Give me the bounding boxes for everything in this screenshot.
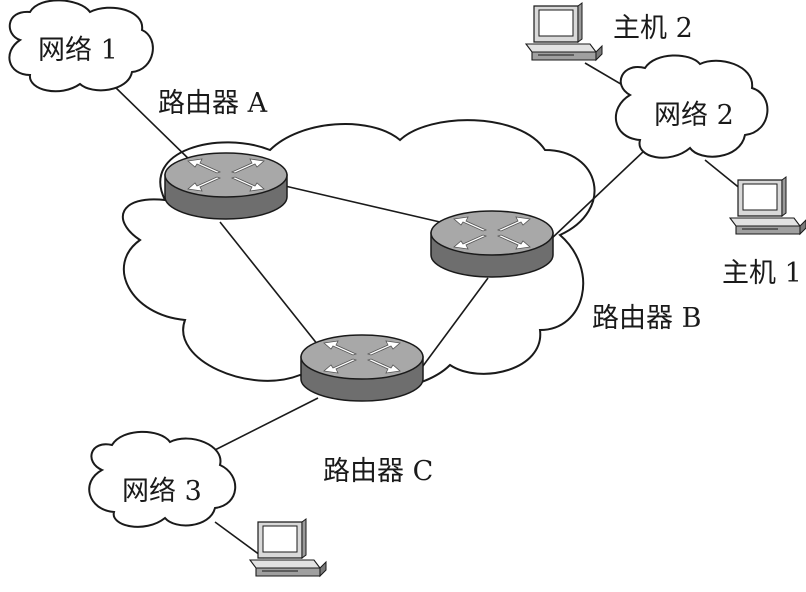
network-1: 网络 1: [8, 0, 154, 93]
router-b-label: 路由器 B: [592, 303, 701, 334]
link-routerA-routerC: [219, 221, 319, 346]
host-2-label: 主机 2: [613, 13, 693, 44]
network-3-label: 网络 3: [122, 476, 202, 507]
link-routerC-net3: [204, 397, 319, 456]
network-2: 网络 2: [614, 54, 769, 159]
link-routerB-routerC: [419, 277, 489, 371]
link-routerA-routerB: [284, 185, 441, 223]
router-c: [300, 334, 424, 402]
network-3-cloud: [88, 430, 237, 528]
network-2-cloud: [614, 54, 769, 159]
router-a: [164, 152, 288, 220]
host-2-computer-icon: [525, 2, 603, 61]
link-net3-host3: [214, 521, 265, 559]
link-net2-host1: [704, 159, 743, 191]
link-routerB-net2: [549, 149, 646, 241]
network-1-label: 网络 1: [38, 35, 118, 66]
host-1-computer-icon: [729, 176, 806, 235]
router-c-label: 路由器 C: [323, 456, 433, 487]
network-2-label: 网络 2: [654, 100, 734, 131]
router-a-label: 路由器 A: [158, 88, 268, 119]
host-3-computer-icon: [249, 518, 327, 577]
link-net1-routerA: [111, 83, 196, 166]
router-b: [430, 210, 554, 278]
network-1-cloud: [8, 0, 154, 93]
network-3: 网络 3: [88, 430, 237, 528]
host-1-label: 主机 1: [722, 258, 802, 289]
